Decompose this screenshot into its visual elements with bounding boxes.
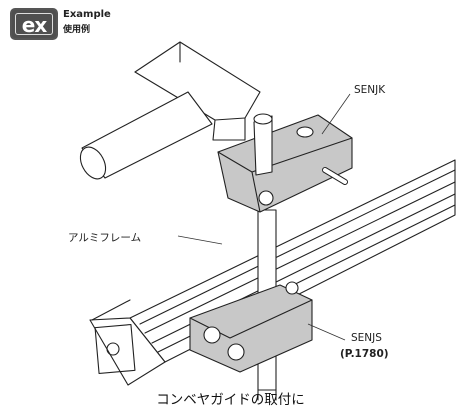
aluminum-frame-label: アルミフレーム [68, 232, 142, 244]
example-badge-text: ex [15, 13, 53, 36]
caption: コンベヤガイドの取付に [156, 392, 305, 408]
senjk-label: SENJK [354, 84, 386, 96]
senjs-page-ref: (P.1780) [340, 348, 389, 360]
senjs-leader [307, 323, 346, 341]
example-title-ja: 使用例 [63, 25, 91, 35]
example-badge: ex [10, 8, 58, 40]
frame-leader [177, 235, 223, 245]
upper-bracket [134, 41, 261, 141]
left-bar [79, 91, 213, 180]
senjk-leader [321, 93, 351, 135]
example-title: Example [63, 9, 111, 20]
senjs-label: SENJS [351, 332, 382, 344]
senjk-clamp [217, 113, 353, 213]
senjs-clamp [189, 281, 313, 373]
